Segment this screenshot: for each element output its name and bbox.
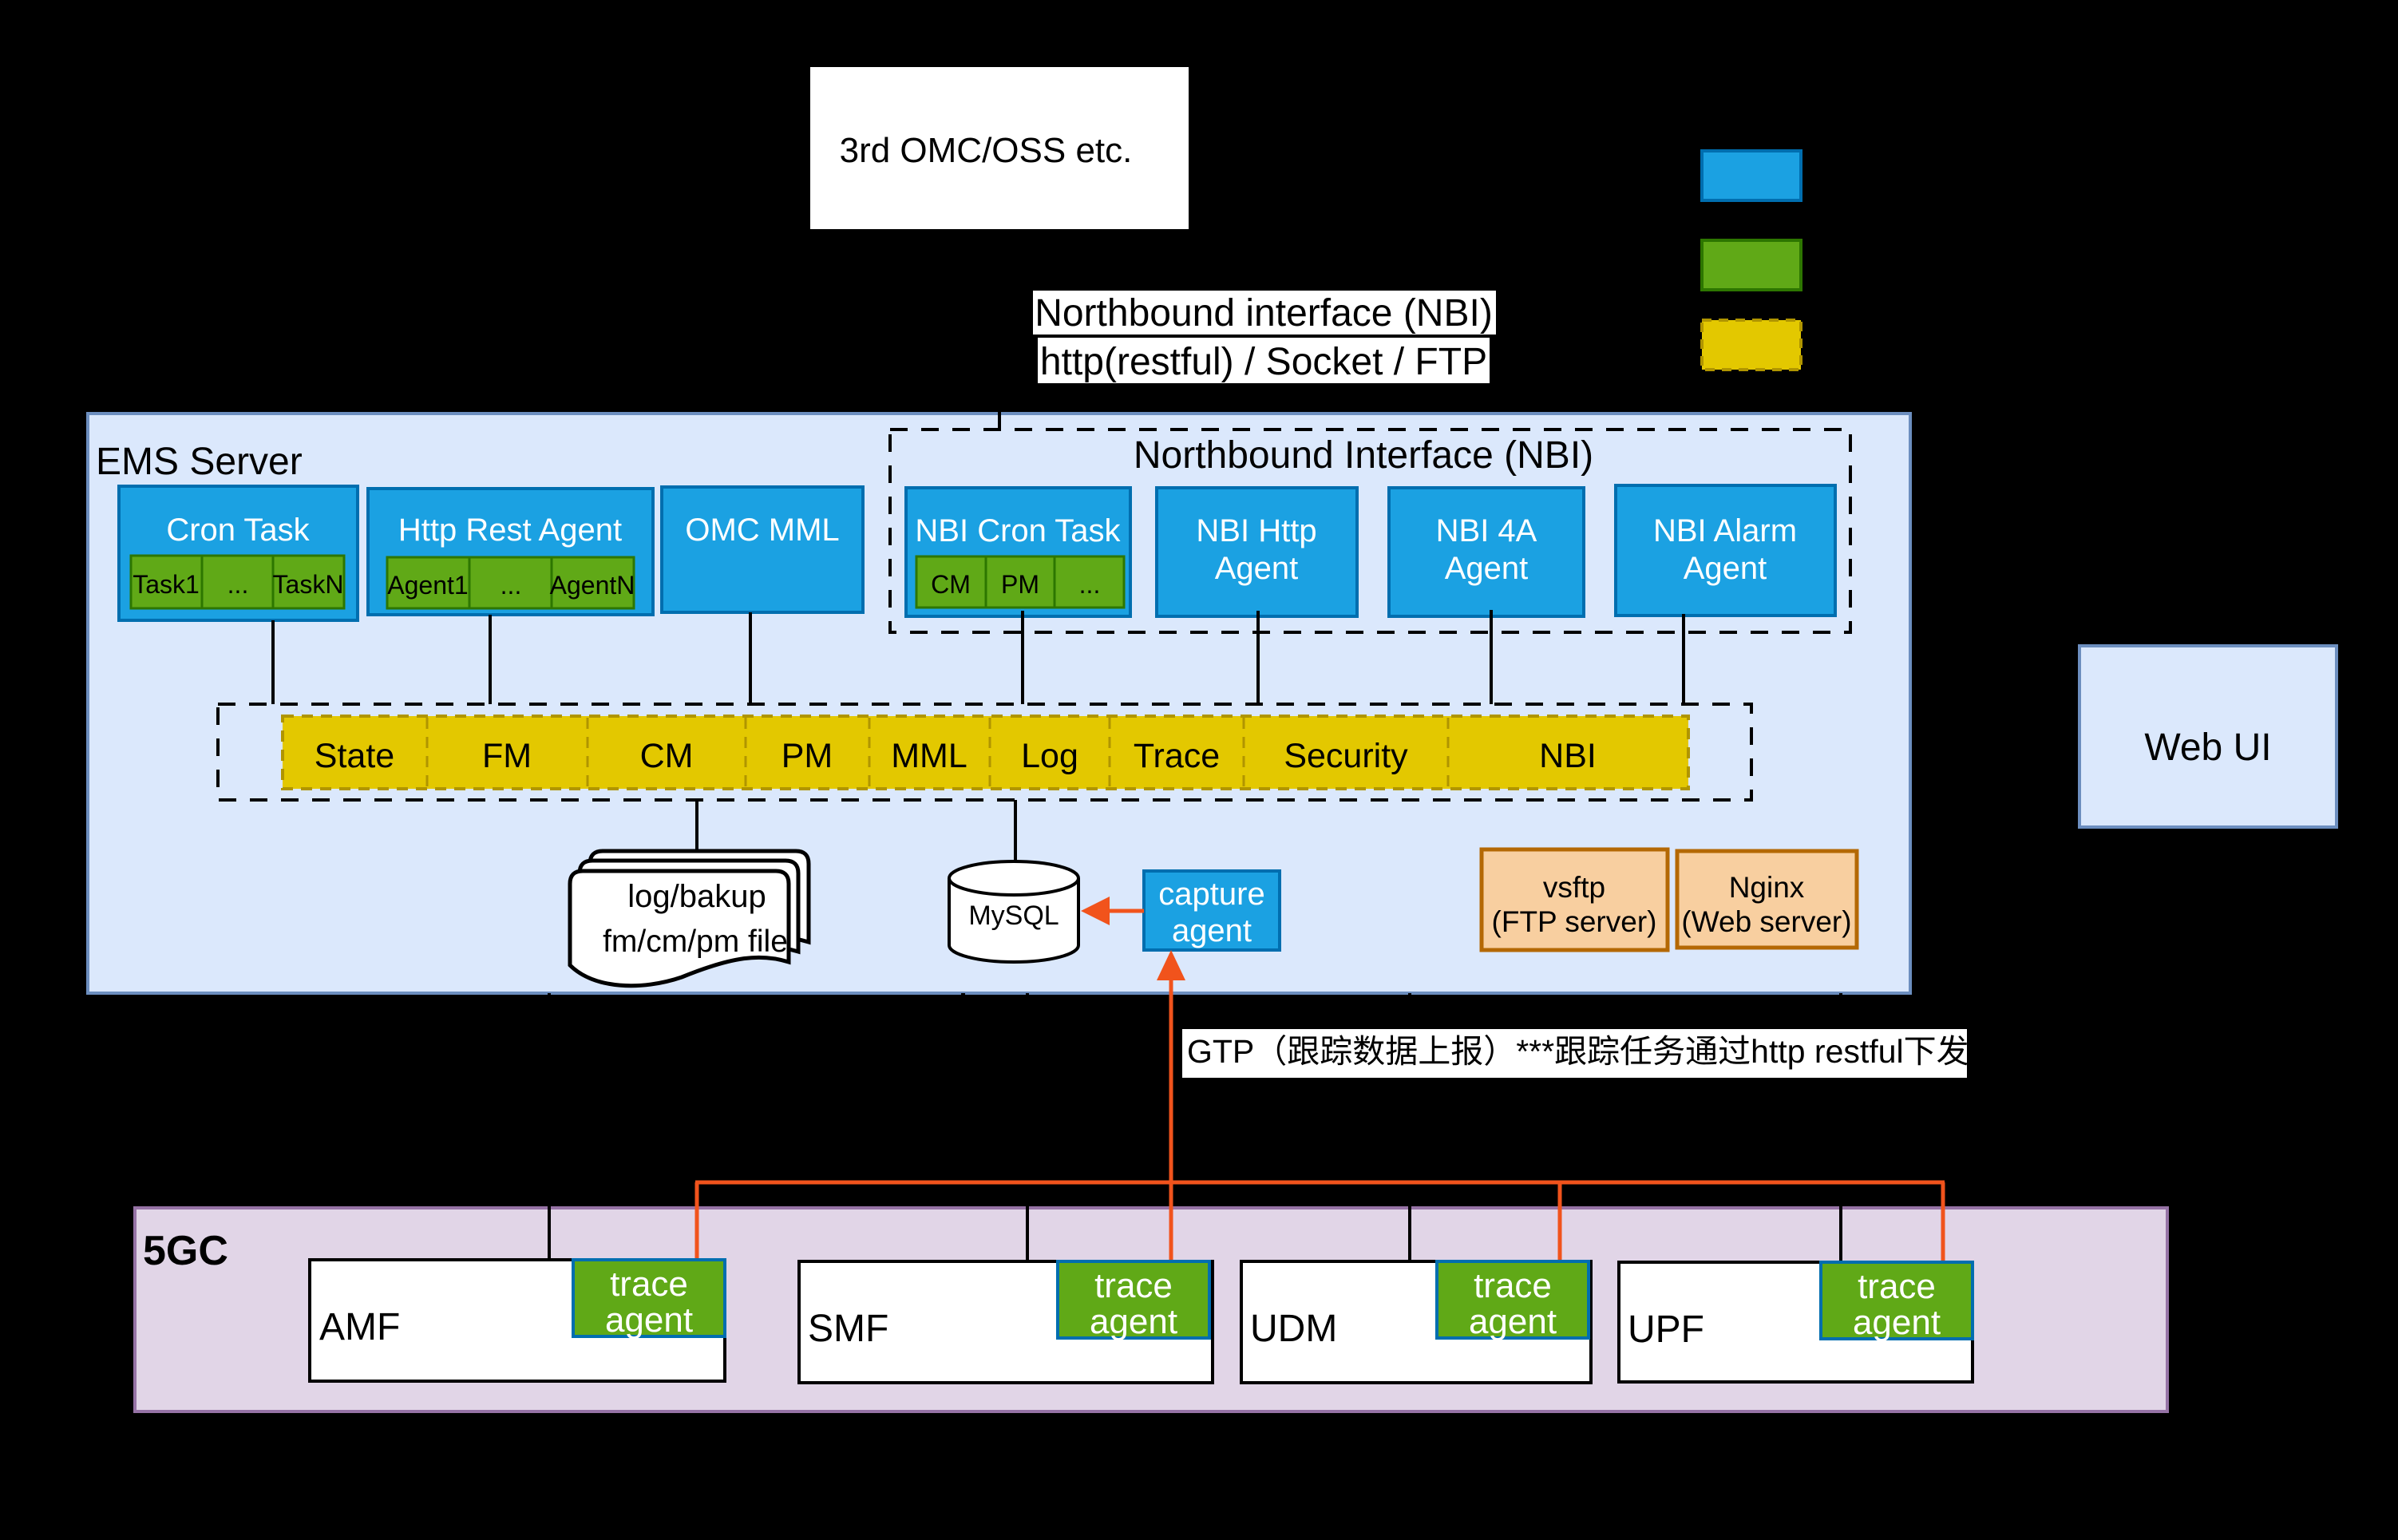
svg-text:Log: Log — [1021, 737, 1078, 775]
svg-text:vsftp: vsftp — [1543, 871, 1605, 904]
svg-text:agent: agent — [1172, 913, 1252, 948]
svg-text:Task1: Task1 — [133, 570, 200, 599]
svg-text:http(restful) / Socket / FTP: http(restful) / Socket / FTP — [1040, 341, 1487, 383]
svg-text:MML: MML — [891, 737, 968, 775]
svg-text:3rd OMC/OSS etc.: 3rd OMC/OSS etc. — [840, 131, 1133, 170]
svg-text:UPF: UPF — [1628, 1308, 1704, 1351]
svg-text:agent: agent — [1469, 1302, 1557, 1341]
svg-text:NBI Http: NBI Http — [1196, 513, 1316, 548]
svg-text:NBI: NBI — [1539, 737, 1597, 775]
svg-text:SMF: SMF — [808, 1308, 888, 1350]
svg-text:Northbound Interface (NBI): Northbound Interface (NBI) — [1134, 434, 1593, 477]
svg-text:trace: trace — [610, 1265, 688, 1304]
svg-text:EMS Server: EMS Server — [96, 441, 303, 483]
svg-text:...: ... — [228, 570, 249, 599]
svg-text:CM: CM — [931, 570, 971, 599]
svg-text:FM: FM — [482, 737, 532, 775]
svg-text:UDM: UDM — [1250, 1308, 1337, 1350]
svg-text:agent: agent — [605, 1300, 693, 1340]
svg-text:Northbound interface (NBI): Northbound interface (NBI) — [1035, 292, 1493, 335]
svg-text:(FTP server): (FTP server) — [1492, 905, 1657, 938]
svg-text:Cron Task: Cron Task — [166, 513, 310, 548]
svg-text:Agent: Agent — [1215, 551, 1299, 586]
svg-text:OMC MML: OMC MML — [685, 513, 839, 548]
svg-text:AMF: AMF — [319, 1306, 400, 1348]
svg-text:CM: CM — [640, 737, 694, 775]
svg-text:...: ... — [1079, 570, 1101, 599]
svg-text:NBI 4A: NBI 4A — [1436, 513, 1537, 548]
svg-text:AgentN: AgentN — [550, 571, 635, 600]
svg-text:Trace: Trace — [1134, 737, 1220, 775]
svg-text:Agent1: Agent1 — [387, 571, 468, 600]
svg-text:trace: trace — [1858, 1267, 1936, 1306]
svg-text:NBI Alarm: NBI Alarm — [1653, 513, 1797, 548]
svg-text:trace: trace — [1474, 1266, 1552, 1305]
svg-text:MySQL: MySQL — [968, 901, 1059, 931]
svg-text:Agent: Agent — [1684, 551, 1767, 586]
svg-text:State: State — [315, 737, 394, 775]
svg-text:trace: trace — [1094, 1266, 1173, 1305]
svg-text:Http Rest Agent: Http Rest Agent — [398, 513, 622, 548]
svg-text:agent: agent — [1090, 1302, 1177, 1341]
svg-text:(Web server): (Web server) — [1681, 905, 1851, 938]
svg-text:fm/cm/pm file: fm/cm/pm file — [603, 924, 788, 959]
svg-text:log/bakup: log/bakup — [627, 879, 766, 914]
svg-text:capture: capture — [1158, 877, 1264, 912]
svg-text:NBI Cron Task: NBI Cron Task — [915, 513, 1121, 548]
svg-text:agent: agent — [1853, 1303, 1941, 1342]
svg-text:5GC: 5GC — [143, 1228, 228, 1274]
svg-text:PM: PM — [1001, 570, 1039, 599]
svg-text:...: ... — [501, 571, 522, 600]
svg-text:Agent: Agent — [1445, 551, 1529, 586]
svg-text:Security: Security — [1284, 737, 1408, 775]
svg-text:TaskN: TaskN — [273, 570, 344, 599]
svg-text:PM: PM — [782, 737, 833, 775]
svg-text:Nginx: Nginx — [1729, 871, 1805, 904]
svg-text:Web UI: Web UI — [2144, 726, 2271, 769]
